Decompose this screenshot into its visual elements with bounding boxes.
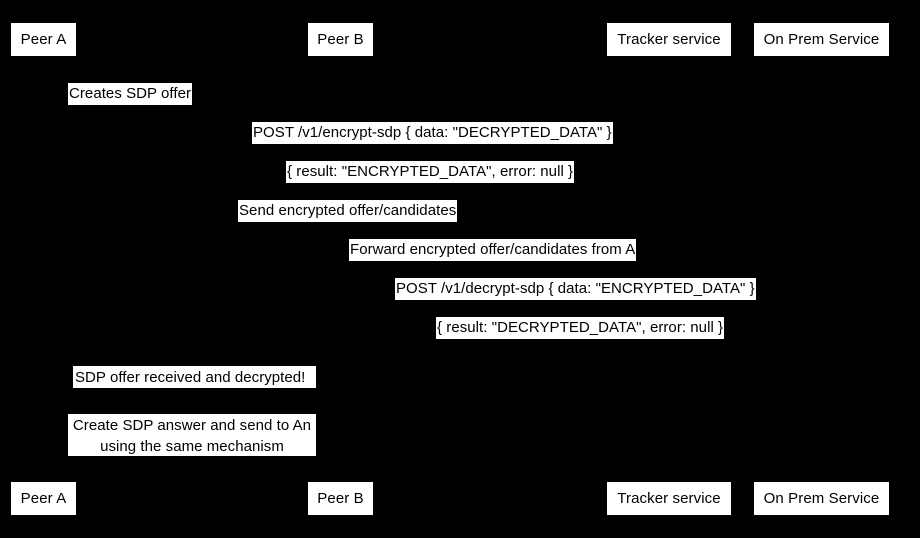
note-sdp-offer-received[interactable]: SDP offer received and decrypted! <box>73 366 316 388</box>
participant-footer-tracker-service[interactable]: Tracker service <box>606 481 732 516</box>
participant-header-peer-b-label: Peer B <box>317 31 364 48</box>
message-label-encrypt-sdp-result[interactable]: { result: "ENCRYPTED_DATA", error: null … <box>286 161 575 183</box>
message-label-creates-sdp-offer[interactable]: Creates SDP offer <box>68 83 193 105</box>
lifeline-on-prem-service <box>821 57 822 478</box>
participant-header-on-prem-service[interactable]: On Prem Service <box>753 22 890 57</box>
lifeline-peer-b <box>340 57 341 478</box>
participant-footer-tracker-service-label: Tracker service <box>617 490 721 507</box>
participant-header-on-prem-service-label: On Prem Service <box>763 31 880 48</box>
participant-header-peer-a-label: Peer A <box>20 31 67 48</box>
participant-footer-on-prem-service[interactable]: On Prem Service <box>753 481 890 516</box>
participant-header-peer-b[interactable]: Peer B <box>307 22 374 57</box>
participant-header-peer-a[interactable]: Peer A <box>10 22 77 57</box>
participant-footer-peer-b[interactable]: Peer B <box>307 481 374 516</box>
message-label-forward-encrypted-offer[interactable]: Forward encrypted offer/candidates from … <box>349 239 637 261</box>
participant-footer-peer-a-label: Peer A <box>20 490 67 507</box>
participant-header-tracker-service[interactable]: Tracker service <box>606 22 732 57</box>
note-create-sdp-answer[interactable]: Create SDP answer and send to An using t… <box>68 414 316 456</box>
lifeline-peer-a <box>43 57 44 478</box>
participant-footer-peer-b-label: Peer B <box>317 490 364 507</box>
participant-header-tracker-service-label: Tracker service <box>617 31 721 48</box>
message-label-post-decrypt-sdp[interactable]: POST /v1/decrypt-sdp { data: "ENCRYPTED_… <box>395 278 756 300</box>
participant-footer-on-prem-service-label: On Prem Service <box>763 490 880 507</box>
participant-footer-peer-a[interactable]: Peer A <box>10 481 77 516</box>
lifeline-tracker-service <box>669 57 670 478</box>
message-label-post-encrypt-sdp[interactable]: POST /v1/encrypt-sdp { data: "DECRYPTED_… <box>252 122 613 144</box>
message-label-send-encrypted-offer[interactable]: Send encrypted offer/candidates <box>238 200 458 222</box>
message-label-decrypt-sdp-result[interactable]: { result: "DECRYPTED_DATA", error: null … <box>436 317 725 339</box>
